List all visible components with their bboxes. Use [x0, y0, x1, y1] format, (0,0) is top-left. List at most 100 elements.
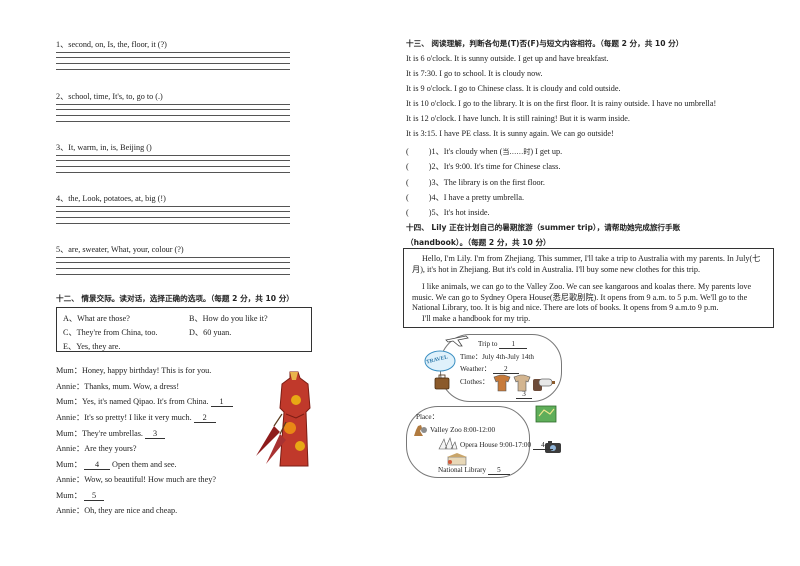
speaker: Annie： [56, 475, 85, 484]
answer-line[interactable] [56, 52, 290, 53]
answer-blank[interactable]: 4 [532, 441, 553, 450]
section-14-title: 十四、 Lily 正在计划自己的暑期旅游（summer trip），请帮助她完成… [406, 223, 681, 232]
item-text: I have a pretty umbrella. [443, 193, 525, 202]
dialogue-text: They're umbrellas. [81, 429, 143, 438]
left-column: 1、second, on, Is, the, floor, it (?) 2、s… [56, 0, 316, 566]
trip-to-line: Trip to 1 [478, 340, 528, 349]
clothes-label: Clothes： [460, 378, 490, 386]
question-text: 4、the, Look, potatoes, at, big (!) [56, 194, 166, 203]
travel-stamp-icon [424, 350, 456, 372]
answer-line [56, 160, 290, 161]
answer-line [56, 57, 290, 58]
clothes-blank-wrap: 3 [516, 390, 532, 399]
answer-blank[interactable]: 3 [516, 390, 532, 399]
answer-line [56, 211, 290, 212]
qipao-umbrella-picture [256, 371, 311, 467]
option-b: B、How do you like it? [189, 314, 268, 323]
dialogue-text: Yes, it's named Qipao. It's from China. [81, 397, 209, 406]
answer-paren-close: ) [428, 193, 432, 202]
answer-line[interactable] [56, 206, 290, 207]
answer-paren-close: ) [428, 178, 432, 187]
answer-blank[interactable]: 3 [145, 429, 166, 439]
item-text-end: ) I get up. [530, 147, 563, 156]
options-box: A、What are those? B、How do you like it? … [56, 307, 312, 352]
library-icon [447, 453, 467, 466]
option-d: D、60 yuan. [189, 328, 232, 337]
answer-line [56, 268, 290, 269]
answer-paren-open[interactable]: ( [406, 193, 409, 202]
item-number: 1、 [431, 147, 444, 156]
option-a: A、What are those? [63, 314, 130, 323]
question-text: 5、are, sweater, What, your, colour (?) [56, 245, 184, 254]
answer-line [56, 262, 290, 263]
item-hint: 当……时 [502, 148, 531, 156]
answer-paren-open[interactable]: ( [406, 147, 409, 156]
trip-label: Trip to [478, 340, 498, 348]
dialogue-text: It's so pretty! I like it very much. [84, 413, 192, 422]
weather-line: Weather： 2 [460, 364, 519, 374]
kangaroo-icon [414, 425, 427, 436]
suitcase-icon [434, 374, 450, 390]
section-14-title-2: （handbook）。（每题 2 分，共 10 分） [406, 238, 551, 247]
speaker: Mum： [56, 366, 82, 375]
item-number: 3、 [431, 178, 444, 187]
answer-paren-open[interactable]: ( [406, 178, 409, 187]
dialogue-text: Open them and see. [112, 460, 177, 469]
answer-blank[interactable]: 4 [83, 460, 110, 470]
passage-line: It is 10 o'clock. I go to the library. I… [406, 99, 717, 108]
dialogue-line: Annie：Thanks, mum. Wow, a dress! [56, 380, 179, 392]
right-column: 十三、 阅读理解，判断各句是(T)否(F)与短文内容相符。（每题 2 分，共 1… [403, 0, 776, 566]
dialogue-line: Mum：Honey, happy birthday! This is for y… [56, 364, 211, 376]
place-label: Place： [416, 413, 439, 421]
answer-line [56, 172, 290, 173]
story-box: Hello, I'm Lily. I'm from Zhejiang. This… [403, 248, 774, 328]
story-paragraph: I like animals, we can go to the Valley … [412, 282, 752, 313]
story-paragraph: Hello, I'm Lily. I'm from Zhejiang. This… [412, 254, 761, 274]
answer-line[interactable] [56, 155, 290, 156]
answer-blank[interactable]: 2 [193, 413, 216, 423]
dialogue-line: Mum：Yes, it's named Qipao. It's from Chi… [56, 395, 233, 407]
opera-line: Opera House 9:00-17:00 4 [460, 441, 553, 450]
answer-paren-open[interactable]: ( [406, 208, 409, 217]
item-number: 2、 [431, 162, 444, 171]
answer-blank[interactable]: 1 [210, 397, 233, 407]
dialogue-line: Annie：Wow, so beautiful! How much are th… [56, 473, 216, 485]
passage-line: It is 3:15. I have PE class. It is sunny… [406, 129, 614, 138]
judgment-item: ()5、It's hot inside. [406, 206, 490, 218]
answer-paren-close: ) [428, 162, 432, 171]
dialogue-line: Annie：Are they yours? [56, 442, 137, 454]
passage-line: It is 9 o'clock. I go to Chinese class. … [406, 84, 621, 93]
item-text: It's 9:00. It's time for Chinese class. [443, 162, 561, 171]
answer-paren-close: ) [428, 208, 432, 217]
dialogue-text: Honey, happy birthday! This is for you. [81, 366, 212, 375]
answer-paren-open[interactable]: ( [406, 162, 409, 171]
item-number: 4、 [431, 193, 444, 202]
item-text: It's hot inside. [443, 208, 490, 217]
handbook-bottom-bubble [406, 406, 530, 478]
answer-blank[interactable]: 5 [487, 466, 510, 475]
map-icon [535, 405, 557, 423]
answer-line[interactable] [56, 104, 290, 105]
judgment-item: ()3、The library is on the first floor. [406, 176, 545, 188]
answer-blank[interactable]: 5 [83, 491, 104, 501]
answer-paren-close: ) [428, 147, 432, 156]
answer-blank[interactable]: 1 [499, 340, 528, 349]
speaker: Mum： [56, 397, 82, 406]
speaker: Mum： [56, 460, 82, 469]
speaker: Annie： [56, 413, 85, 422]
judgment-item: ()2、It's 9:00. It's time for Chinese cla… [406, 160, 560, 172]
section-12-title: 十二、 情景交际。读对话，选择正确的选项。（每题 2 分，共 10 分） [56, 294, 294, 303]
judgment-item: ()4、I have a pretty umbrella. [406, 191, 524, 203]
opera-text: Opera House 9:00-17:00 [460, 441, 532, 449]
zoo-line: Valley Zoo 8:00-12:00 [430, 426, 496, 434]
library-line: National Library 5 [438, 466, 510, 475]
answer-line [56, 69, 290, 70]
answer-line [56, 274, 290, 275]
answer-line [56, 166, 290, 167]
answer-line[interactable] [56, 257, 290, 258]
story-paragraph: I'll make a handbook for my trip. [422, 314, 531, 323]
dialogue-line: Annie：Oh, they are nice and cheap. [56, 504, 177, 516]
passage-line: It is 7:30. I go to school. It is cloudy… [406, 69, 543, 78]
answer-blank[interactable]: 2 [492, 365, 519, 374]
time-line: Time：July 4th-July 14th [460, 353, 535, 361]
